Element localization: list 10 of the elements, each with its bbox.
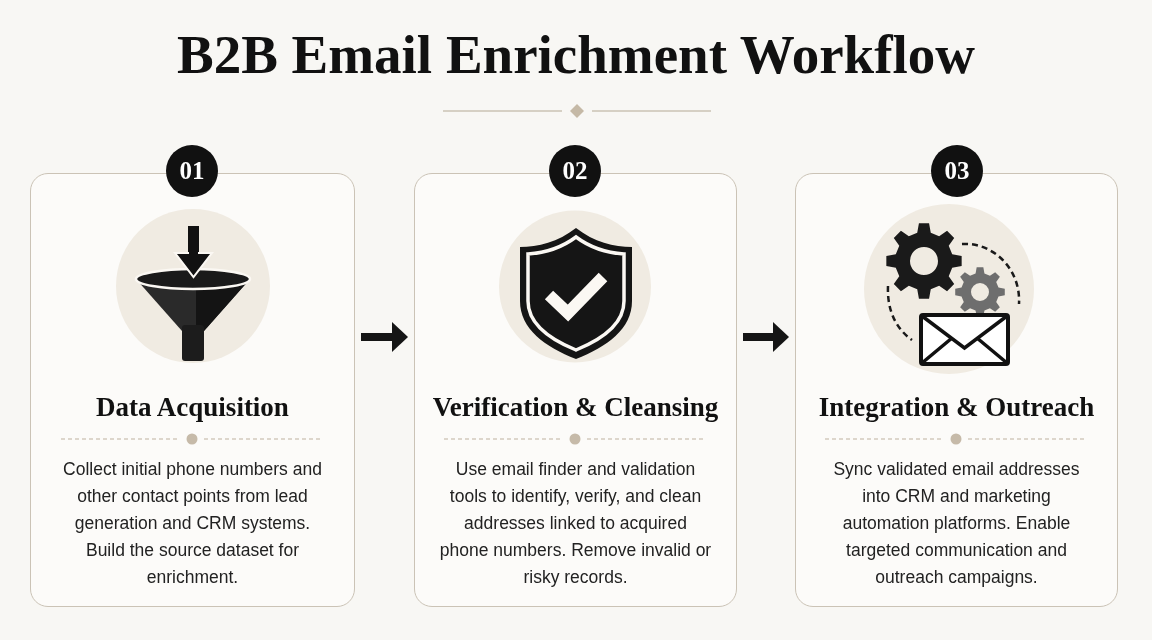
step-heading: Data Acquisition [96,391,289,423]
step-description: Use email finder and validation tools to identify, verify, and clean addresses linked to acquired phone numbers. Remove invalid or risky records. [438,458,713,589]
step-description: Collect initial phone numbers and other contact points from lead generation and CRM systems. Build the source dataset for enrichment. [62,458,323,589]
step-description: Sync validated email addresses into CRM and marketing automation platforms. Enable targeted communication and outreach campaigns. [832,458,1081,589]
step-number-badge: 03 [931,145,983,197]
title: B2B Email Enrichment Workflow [176,23,976,87]
step-number-badge: 02 [549,145,601,197]
step-heading: Verification & Cleansing [432,391,719,423]
step-heading: Integration & Outreach [818,391,1095,423]
step-number-badge: 01 [166,145,218,197]
